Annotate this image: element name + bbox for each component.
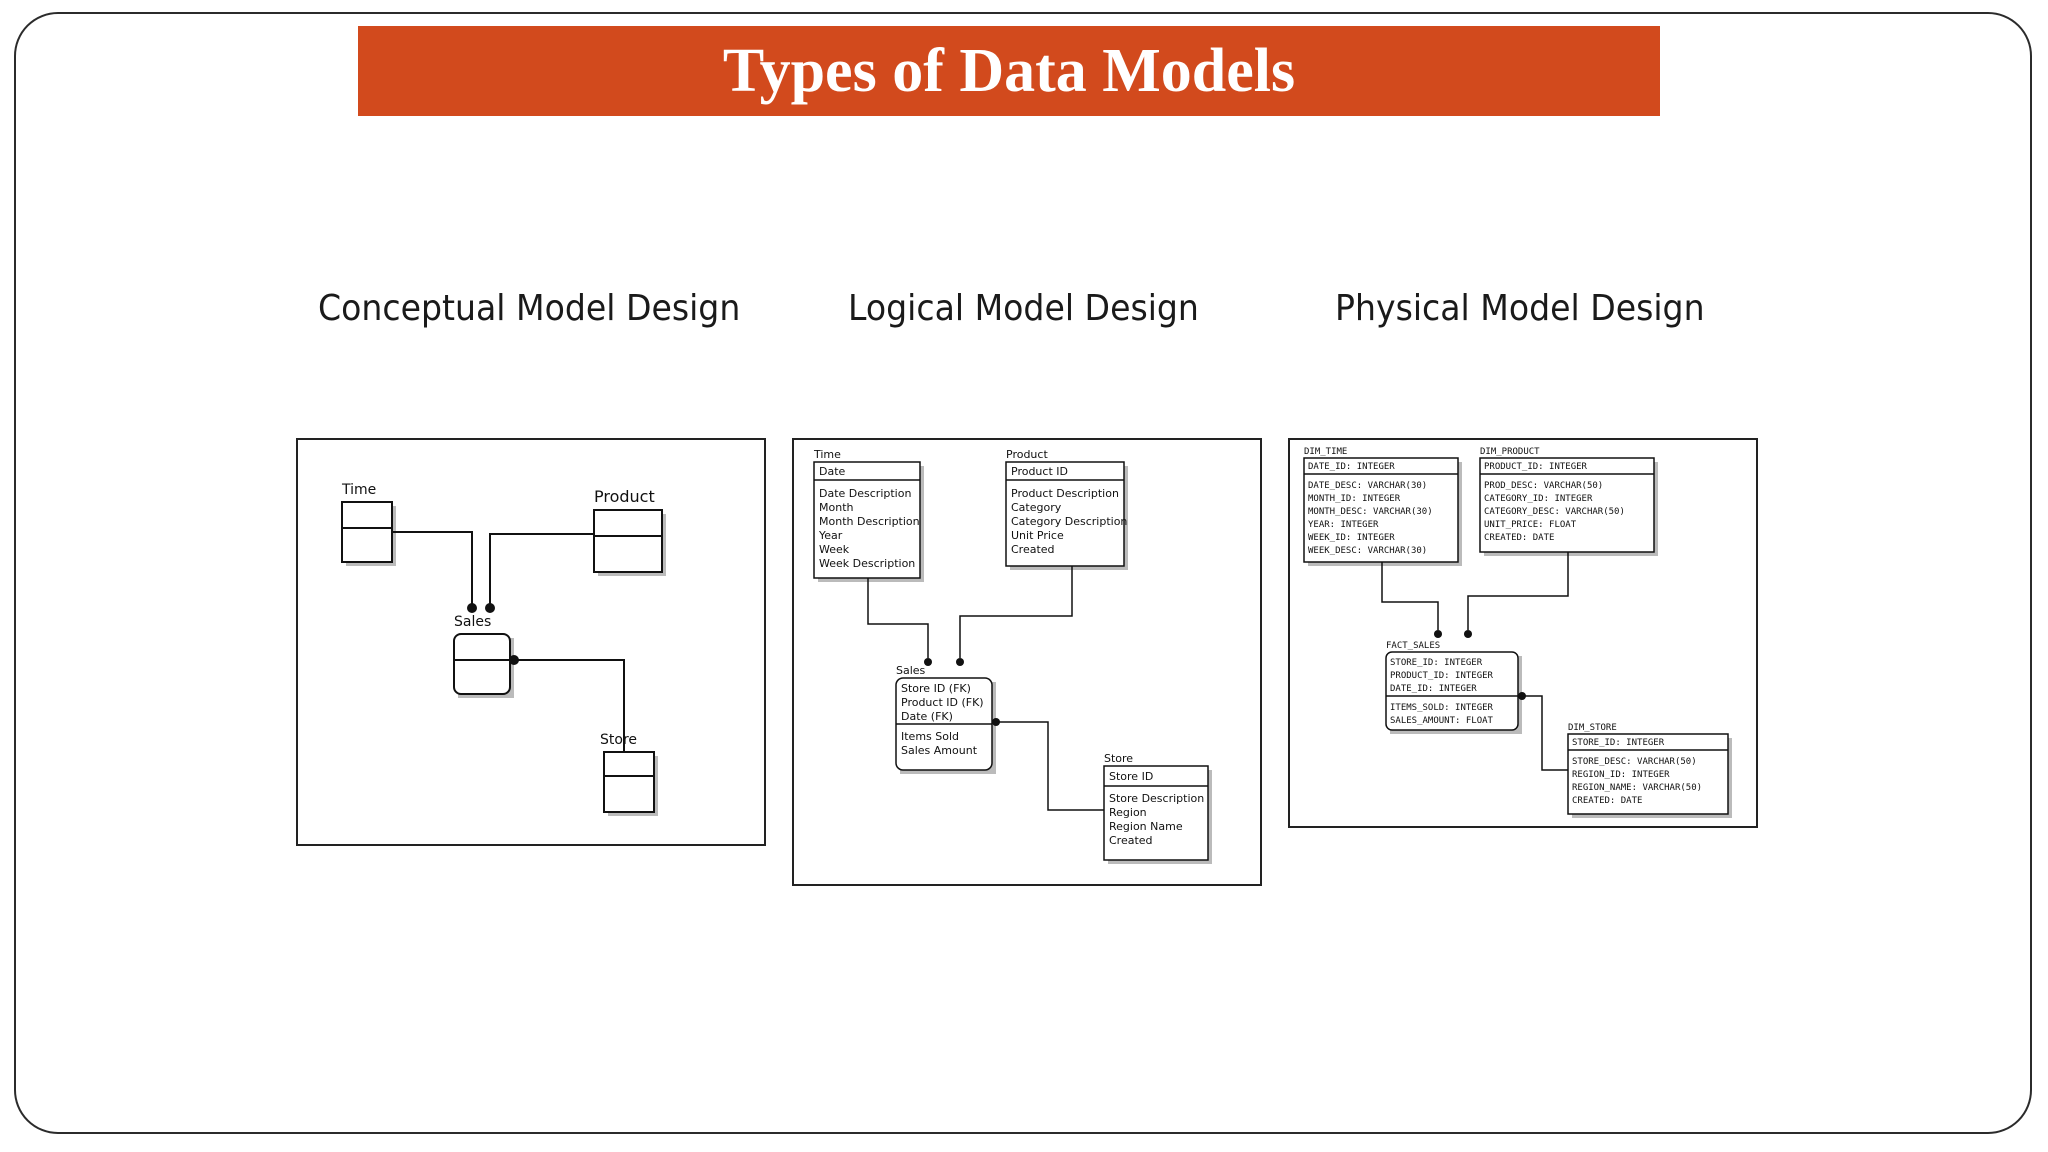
logical-sales-key: Product ID (FK): [901, 696, 984, 709]
physical-diagram: DIM_TIME DATE_ID: INTEGER DATE_DESC: VAR…: [1288, 438, 1758, 828]
physical-sales-name: FACT_SALES: [1386, 641, 1440, 651]
heading-conceptual: Conceptual Model Design: [318, 288, 741, 329]
physical-time-name: DIM_TIME: [1304, 447, 1347, 457]
entity-label-sales: Sales: [454, 614, 491, 630]
physical-time-attr: MONTH_DESC: VARCHAR(30): [1308, 507, 1433, 517]
physical-sales-key: STORE_ID: INTEGER: [1390, 658, 1483, 668]
physical-sales-key: PRODUCT_ID: INTEGER: [1390, 671, 1494, 681]
conceptual-diagram: Time Product Sales Store: [296, 438, 766, 846]
logical-store-attr: Region Name: [1109, 820, 1183, 833]
logical-sales-attr: Sales Amount: [901, 744, 978, 757]
logical-time-attr: Week Description: [819, 557, 915, 570]
physical-store-key: STORE_ID: INTEGER: [1572, 738, 1665, 748]
logical-time-attr: Date Description: [819, 487, 911, 500]
physical-product-attr: CATEGORY_DESC: VARCHAR(50): [1484, 507, 1625, 517]
logical-sales-attr: Items Sold: [901, 730, 959, 743]
entity-label-product: Product: [594, 487, 655, 506]
physical-store-attr: REGION_NAME: VARCHAR(50): [1572, 783, 1702, 793]
logical-store-attr: Region: [1109, 806, 1147, 819]
logical-product-attr: Created: [1011, 543, 1055, 556]
physical-product-attr: UNIT_PRICE: FLOAT: [1484, 520, 1577, 530]
physical-time-attr: WEEK_ID: INTEGER: [1308, 533, 1395, 543]
physical-sales-key: DATE_ID: INTEGER: [1390, 684, 1477, 694]
physical-time-attr: WEEK_DESC: VARCHAR(30): [1308, 546, 1427, 556]
physical-store-attr: STORE_DESC: VARCHAR(50): [1572, 757, 1697, 767]
physical-time-attr: MONTH_ID: INTEGER: [1308, 494, 1401, 504]
physical-store-attr: CREATED: DATE: [1572, 796, 1642, 806]
physical-sales-attr: ITEMS_SOLD: INTEGER: [1390, 703, 1494, 713]
physical-store-attr: REGION_ID: INTEGER: [1572, 770, 1670, 780]
logical-sales-key: Date (FK): [901, 710, 953, 723]
physical-product-key: PRODUCT_ID: INTEGER: [1484, 462, 1588, 472]
heading-logical: Logical Model Design: [848, 288, 1199, 329]
logical-time-attr: Month: [819, 501, 854, 514]
physical-sales-attr: SALES_AMOUNT: FLOAT: [1390, 716, 1494, 726]
physical-time-attr: DATE_DESC: VARCHAR(30): [1308, 481, 1427, 491]
logical-sales-key: Store ID (FK): [901, 682, 971, 695]
logical-time-name: Time: [813, 448, 841, 461]
physical-product-attr: PROD_DESC: VARCHAR(50): [1484, 481, 1603, 491]
physical-time-key: DATE_ID: INTEGER: [1308, 462, 1395, 472]
logical-diagram: Time Date Date Description Month Month D…: [792, 438, 1262, 886]
logical-product-key: Product ID: [1011, 465, 1068, 478]
logical-store-attr: Store Description: [1109, 792, 1204, 805]
logical-time-key: Date: [819, 465, 846, 478]
physical-product-attr: CATEGORY_ID: INTEGER: [1484, 494, 1593, 504]
heading-physical: Physical Model Design: [1335, 288, 1705, 329]
physical-product-name: DIM_PRODUCT: [1480, 447, 1540, 457]
slide-title: Types of Data Models: [722, 37, 1296, 105]
logical-sales-name: Sales: [896, 664, 926, 677]
physical-time-attr: YEAR: INTEGER: [1308, 520, 1379, 530]
physical-diagram-svg: DIM_TIME DATE_ID: INTEGER DATE_DESC: VAR…: [1303, 447, 1732, 818]
logical-time-attr: Month Description: [819, 515, 920, 528]
logical-product-name: Product: [1006, 448, 1048, 461]
logical-store-name: Store: [1104, 752, 1133, 765]
logical-product-attr: Unit Price: [1011, 529, 1064, 542]
conceptual-diagram-svg: Time Product Sales Store: [341, 482, 666, 816]
logical-product-attr: Category: [1011, 501, 1062, 514]
logical-product-attr: Category Description: [1011, 515, 1127, 528]
entity-label-store: Store: [600, 732, 637, 748]
logical-time-attr: Week: [819, 543, 850, 556]
entity-label-time: Time: [341, 482, 376, 498]
logical-store-attr: Created: [1109, 834, 1153, 847]
logical-time-attr: Year: [818, 529, 843, 542]
title-bar: Types of Data Models: [358, 26, 1660, 116]
logical-diagram-svg: Time Date Date Description Month Month D…: [813, 448, 1212, 864]
logical-product-attr: Product Description: [1011, 487, 1119, 500]
physical-product-attr: CREATED: DATE: [1484, 533, 1554, 543]
logical-store-key: Store ID: [1109, 770, 1153, 783]
physical-store-name: DIM_STORE: [1568, 723, 1617, 733]
